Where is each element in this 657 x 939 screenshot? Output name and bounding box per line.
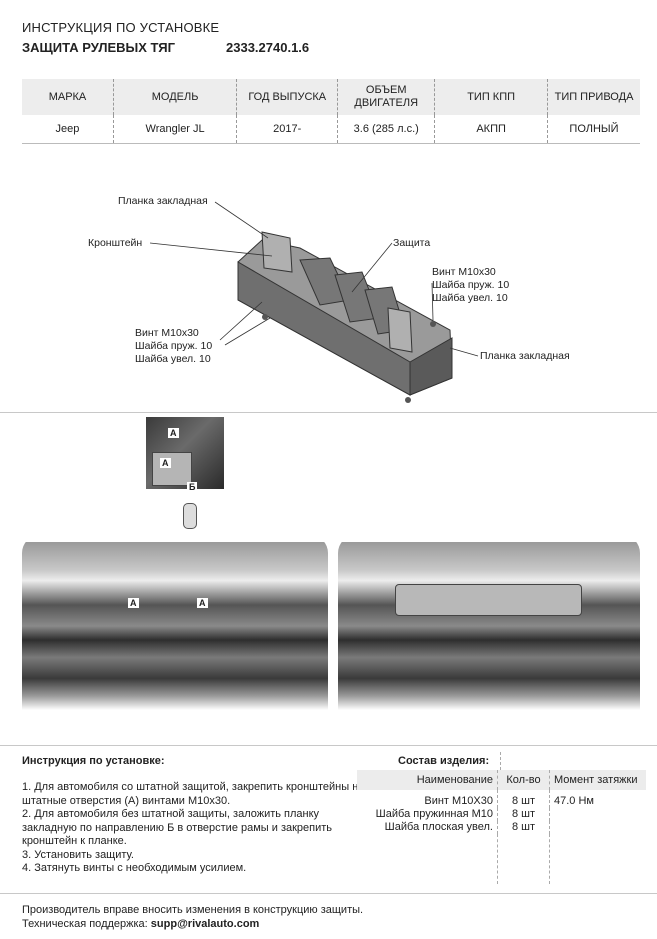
instruction-step: 3. Установить защиту. xyxy=(22,848,134,861)
guard-assembly-diagram xyxy=(149,201,479,403)
table-row: Шайба плоская увел. 8 шт xyxy=(357,821,646,834)
label-spring-washer-right: Шайба пруж. 10 xyxy=(432,279,510,291)
underside-photo-before xyxy=(22,535,328,710)
marker-a-label: А xyxy=(168,428,179,438)
spec-col-gearbox: ТИП КПП xyxy=(434,79,548,115)
kit-col-qty: Кол-во xyxy=(497,770,550,790)
label-wide-washer-right: Шайба увел. 10 xyxy=(432,292,508,304)
vehicle-spec-table: МАРКА МОДЕЛЬ ГОД ВЫПУСКА ОБЪЕМ ДВИГАТЕЛЯ… xyxy=(22,79,640,144)
label-bolt-left: Винт М10х30 xyxy=(135,327,199,339)
kit-item-torque xyxy=(549,821,646,834)
instruction-step: 1. Для автомобиля со штатной защитой, за… xyxy=(22,781,365,807)
kit-empty-cell xyxy=(497,834,550,884)
marker-a-label: А xyxy=(160,458,171,468)
bracket-detail-plate xyxy=(152,452,192,486)
underside-photo-after xyxy=(338,535,640,710)
kit-title: Состав изделия: xyxy=(398,755,490,767)
spec-col-brand: МАРКА xyxy=(22,79,114,115)
spec-drive: ПОЛНЫЙ xyxy=(547,115,640,144)
spec-gearbox: АКПП xyxy=(434,115,548,144)
kit-item-name: Шайба пружинная М10 xyxy=(375,808,493,820)
instructions-list: 1. Для автомобиля со штатной защитой, за… xyxy=(22,781,367,876)
section-divider xyxy=(0,745,657,746)
label-wide-washer-left: Шайба увел. 10 xyxy=(135,353,211,365)
instruction-step: 2. Для автомобиля без штатной защиты, за… xyxy=(22,808,333,847)
spec-engine: 3.6 (285 л.с.) xyxy=(337,115,436,144)
kit-empty-cell xyxy=(549,834,646,884)
spec-col-engine: ОБЪЕМ ДВИГАТЕЛЯ xyxy=(337,79,436,115)
kit-item-qty: 8 шт xyxy=(497,808,550,821)
kit-item-name: Винт М10Х30 xyxy=(424,795,493,807)
insert-plank-icon xyxy=(183,503,197,529)
label-bolt-right: Винт М10х30 xyxy=(432,266,496,278)
label-bracket: Кронштейн xyxy=(88,237,143,249)
photo-marker-a-label: А xyxy=(197,598,208,608)
table-row: Винт М10Х30 8 шт 47.0 Нм xyxy=(357,790,646,808)
bolt-mark xyxy=(405,397,411,403)
label-plank-top: Планка закладная xyxy=(118,195,208,207)
spec-model: Wrangler JL xyxy=(113,115,238,144)
kit-table-divider xyxy=(500,752,501,770)
support-label: Техническая поддержка: xyxy=(22,918,148,930)
spec-brand: Jeep xyxy=(22,115,114,144)
spec-header-row: МАРКА МОДЕЛЬ ГОД ВЫПУСКА ОБЪЕМ ДВИГАТЕЛЯ… xyxy=(22,79,640,115)
kit-item-qty: 8 шт xyxy=(497,790,550,808)
section-divider xyxy=(0,412,657,413)
support-email-link[interactable]: supp@rivalauto.com xyxy=(150,918,260,930)
table-row xyxy=(357,834,646,884)
kit-item-qty: 8 шт xyxy=(497,821,550,834)
instruction-step: 4. Затянуть винты с необходимым усилием. xyxy=(22,862,247,874)
kit-item-torque: 47.0 Нм xyxy=(549,790,646,808)
bolt-mark xyxy=(262,314,268,320)
product-name: ЗАЩИТА РУЛЕВЫХ ТЯГ xyxy=(22,40,176,55)
photo-marker-a-label: А xyxy=(128,598,139,608)
kit-header-row: Наименование Кол-во Момент затяжки xyxy=(357,770,646,790)
section-divider xyxy=(0,893,657,894)
table-row: Шайба пружинная М10 8 шт xyxy=(357,808,646,821)
part-code: 2333.2740.1.6 xyxy=(226,40,310,55)
spec-row: Jeep Wrangler JL 2017- 3.6 (285 л.с.) АК… xyxy=(22,115,640,144)
marker-b-label: Б xyxy=(187,482,198,492)
bolt-mark xyxy=(430,321,436,327)
change-notice: Производитель вправе вносить изменения в… xyxy=(22,904,364,916)
installed-guard-drawing xyxy=(395,584,582,616)
kit-item-name: Шайба плоская увел. xyxy=(384,821,493,833)
kit-table: Наименование Кол-во Момент затяжки Винт … xyxy=(357,770,646,884)
label-plank-right: Планка закладная xyxy=(480,350,570,362)
spec-col-year: ГОД ВЫПУСКА xyxy=(236,79,339,115)
spec-col-drive: ТИП ПРИВОДА xyxy=(547,79,640,115)
kit-empty-cell xyxy=(357,834,498,884)
instructions-title: Инструкция по установке: xyxy=(22,755,165,767)
kit-col-torque: Момент затяжки xyxy=(549,770,646,790)
spec-year: 2017- xyxy=(236,115,339,144)
document-title: ИНСТРУКЦИЯ ПО УСТАНОВКЕ xyxy=(22,20,220,35)
support-line: Техническая поддержка: supp@rivalauto.co… xyxy=(22,918,259,930)
label-spring-washer-left: Шайба пруж. 10 xyxy=(135,340,213,352)
kit-col-name: Наименование xyxy=(357,770,498,790)
guard-plate-drawing xyxy=(237,231,453,396)
kit-item-torque xyxy=(549,808,646,821)
label-guard: Защита xyxy=(393,237,431,249)
spec-col-model: МОДЕЛЬ xyxy=(113,79,238,115)
